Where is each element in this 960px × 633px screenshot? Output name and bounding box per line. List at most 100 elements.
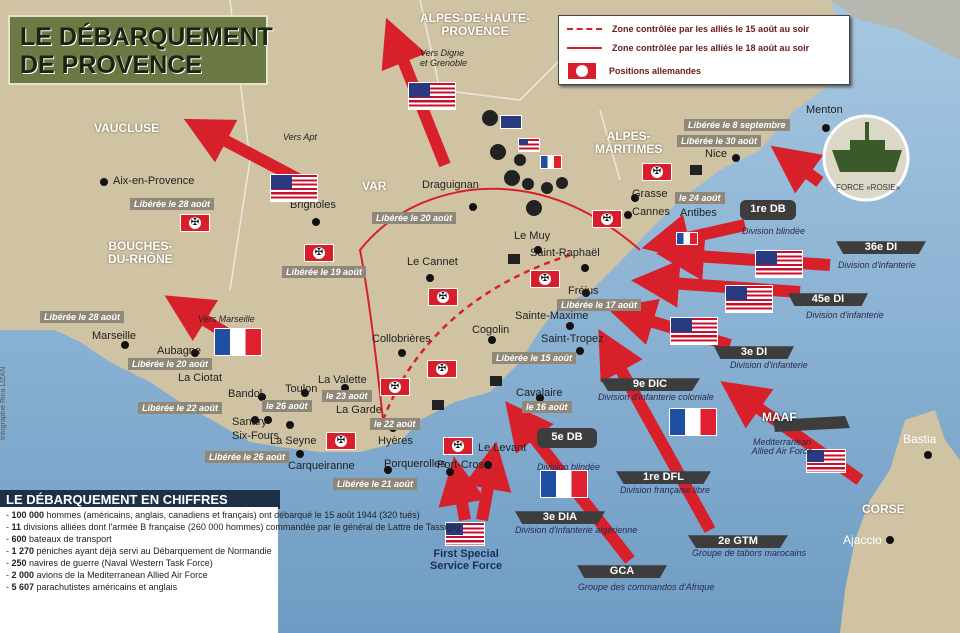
direction-apt: Vers Apt	[283, 132, 317, 142]
city-dot-icon	[341, 384, 349, 392]
figures-heading: LE DÉBARQUEMENT EN CHIFFRES	[0, 490, 280, 509]
city-dot-icon	[426, 274, 434, 282]
city-dot-icon	[384, 466, 392, 474]
unit-ship-9: 2e GTM	[688, 535, 788, 548]
unit-desc-4: Division d'infanterie coloniale	[598, 392, 714, 402]
uk-flag-icon	[500, 115, 522, 129]
city-garde: La Garde	[336, 404, 382, 416]
city-dot-icon	[631, 194, 639, 202]
liberation-date-sanary: Libérée le 26 août	[205, 451, 290, 463]
liberation-date-maxime: Libérée le 15 août	[492, 352, 577, 364]
city-brignoles: Brignoles	[290, 199, 336, 211]
german-position-icon: ✠	[304, 244, 334, 262]
corsica	[840, 410, 960, 633]
city-dot-icon	[312, 218, 320, 226]
us-flag-icon	[725, 285, 773, 313]
city-ciotat: La Ciotat	[178, 372, 223, 384]
city-valette: La Valette	[318, 374, 367, 386]
city-toulon: Toulon	[285, 383, 318, 395]
city-seyne: La Seyne	[270, 435, 317, 447]
liberation-date-ciotat: Libérée le 22 août	[138, 402, 223, 414]
legend: Zone contrôlée par les alliés le 15 août…	[558, 15, 850, 85]
city-dot-icon	[534, 246, 542, 254]
region-vaucluse: VAUCLUSE	[94, 121, 160, 135]
solid-line-swatch	[567, 47, 602, 49]
city-marseille: Marseille	[92, 330, 137, 342]
unit-name-5: MAAF	[762, 410, 797, 424]
figure-item: - 250 navires de guerre (Naval Western T…	[6, 558, 213, 568]
unit-ship-4: 9e DIC	[600, 378, 700, 391]
french-flag-icon	[669, 408, 717, 436]
liberation-date-hyeres: le 22 août	[370, 418, 420, 430]
figure-text: navires de guerre (Naval Western Task Fo…	[26, 558, 213, 568]
figure-item: - 11 divisions alliées dont l'armée B fr…	[6, 522, 461, 532]
city-dot-icon	[536, 394, 544, 402]
figure-number: 5 607	[11, 582, 35, 592]
german-position-icon: ✠	[530, 270, 560, 288]
city-antibes: Antibes	[680, 207, 717, 219]
figure-text: divisions alliées dont l'armée B françai…	[21, 522, 461, 532]
figure-item: - 5 607 parachutistes américains et angl…	[6, 582, 178, 592]
french-flag-icon	[676, 232, 698, 245]
german-position-icon: ✠	[642, 163, 672, 181]
city-sixfours: Six-Fours	[232, 430, 280, 442]
region-corse: CORSE	[862, 502, 905, 516]
city-dot-icon	[446, 468, 454, 476]
city-porquerolles: Porquerolles	[384, 458, 446, 470]
city-aix: Aix-en-Provence	[113, 175, 195, 187]
liberation-date-nice: Libérée le 30 août	[677, 135, 762, 147]
liberation-date-brignoles: Libérée le 19 août	[282, 266, 367, 278]
city-dot-icon	[301, 389, 309, 397]
city-frejus: Fréjus	[568, 285, 599, 297]
us-flag-icon	[270, 174, 318, 202]
figure-text: péniches ayant déjà servi au Débarquemen…	[34, 546, 272, 556]
city-dot-icon	[251, 416, 259, 424]
region-bdr: BOUCHES-DU-RHÔNE	[108, 239, 173, 266]
unit-ship-2: 45e DI	[788, 293, 868, 306]
unit-ship-10: GCA	[577, 565, 667, 578]
unit-desc-8: Division d'infanterie algérienne	[515, 525, 638, 535]
force-rosie-label: FORCE «ROSIE»	[836, 183, 901, 192]
us-flag-icon	[755, 250, 803, 278]
city-dot-icon	[469, 203, 477, 211]
region-am: ALPES-MARITIMES	[595, 129, 663, 156]
city-dot-icon	[924, 451, 932, 459]
figure-item: - 1 270 péniches ayant déjà servi au Déb…	[6, 546, 272, 556]
figure-number: 11	[11, 522, 22, 532]
city-portcros: Port-Cros	[437, 459, 485, 471]
region-var: VAR	[362, 179, 387, 193]
city-sanary: Sanary	[232, 416, 267, 428]
german-position-icon: ✠	[180, 214, 210, 232]
french-flag-icon	[214, 328, 262, 356]
german-position-icon: ✠	[326, 432, 356, 450]
city-bastia: Bastia	[903, 432, 937, 446]
liberation-date-carqueiranne: Libérée le 21 août	[333, 478, 418, 490]
direction-marseille: Vers Marseille	[198, 314, 255, 324]
unit-desc-7: Division française libre	[620, 485, 711, 495]
city-maxime: Sainte-Maxime	[515, 310, 589, 322]
city-levant: Le Levant	[478, 442, 527, 454]
city-dot-icon	[566, 322, 574, 330]
liberation-date-valette: le 23 août	[322, 390, 372, 402]
liberation-date-aubagne: Libérée le 20 août	[128, 358, 213, 370]
city-dot-icon	[296, 450, 304, 458]
us-flag-icon	[518, 138, 540, 152]
city-dot-icon	[286, 421, 294, 429]
liberation-date-marseille: Libérée le 28 août	[40, 311, 125, 323]
city-menton: Menton	[806, 104, 843, 116]
city-cavalaire: Cavalaire	[516, 387, 563, 399]
city-dot-icon	[100, 178, 108, 186]
liberation-date-cavalaire: le 16 août	[522, 401, 572, 413]
unit-ship-3: 3e DI	[714, 346, 794, 359]
unit-desc-2: Division d'infanterie	[806, 310, 884, 320]
german-position-icon: ✠	[443, 437, 473, 455]
city-cannes: Cannes	[632, 206, 670, 218]
figure-item: - 2 000 avions de la Mediterranean Allie…	[6, 570, 208, 580]
figures-list: - 100 000 hommes (américains, anglais, c…	[0, 507, 461, 633]
german-position-icon: ✠	[380, 378, 410, 396]
dashed-line-swatch	[567, 28, 602, 30]
liberation-date-aix: Libérée le 28 août	[130, 198, 215, 210]
figure-number: 250	[11, 558, 27, 568]
